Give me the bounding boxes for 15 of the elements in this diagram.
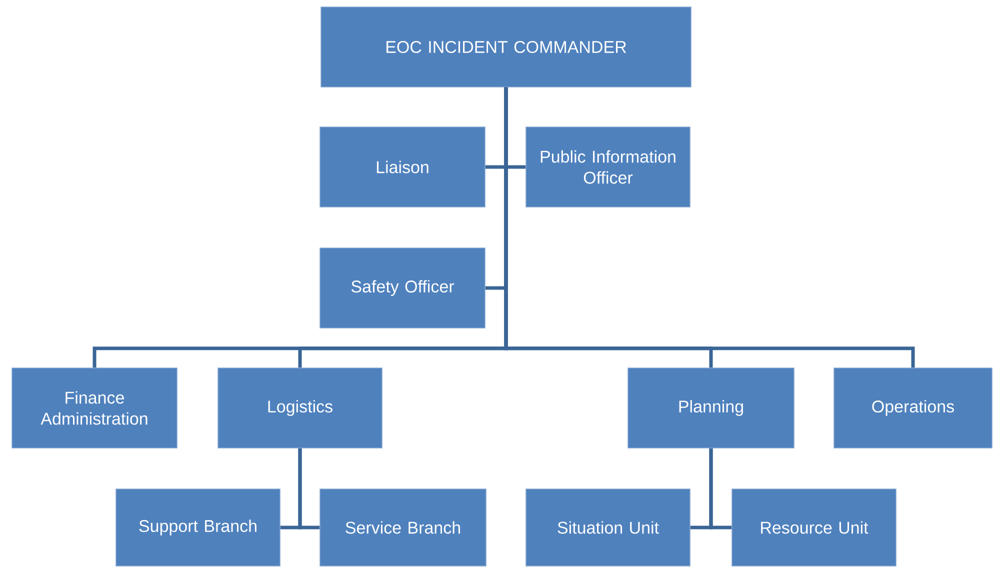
connector [298, 448, 320, 530]
org-box: Safety Officer [320, 248, 486, 328]
org-box: Planning [628, 368, 794, 448]
org-box: Logistics [218, 368, 382, 448]
org-box: Resource Unit [732, 488, 896, 566]
org-box: Operations [834, 368, 992, 448]
org-box: Public Information Officer [526, 126, 690, 208]
org-box: Support Branch [116, 488, 280, 566]
org-box: Situation Unit [526, 488, 690, 566]
org-box: Service Branch [320, 488, 486, 566]
connector [709, 448, 732, 530]
org-box: EOC INCIDENT COMMANDER [320, 6, 692, 88]
org-box: Finance Administration [12, 368, 178, 448]
connector [504, 87, 915, 368]
org-box: Liaison [320, 126, 486, 208]
